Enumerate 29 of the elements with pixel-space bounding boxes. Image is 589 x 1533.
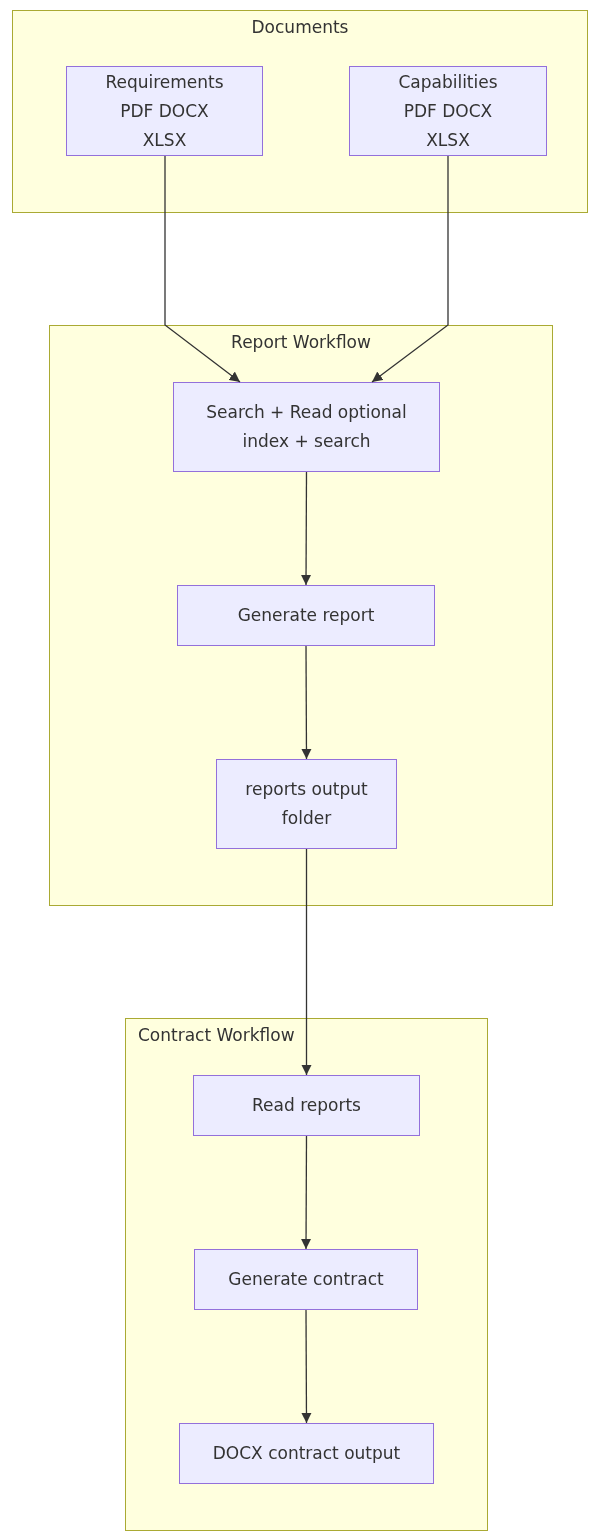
process-box (66, 66, 263, 156)
process-box (349, 66, 547, 156)
process-box (177, 585, 435, 646)
arrow (301, 1309, 312, 1424)
group-title: Documents (251, 17, 349, 37)
group-container (125, 1018, 488, 1531)
arrow (300, 471, 312, 586)
process-label: Generate contract (228, 1268, 384, 1291)
arrow (300, 1135, 312, 1250)
arrow (164, 155, 241, 383)
group-title: Report Workflow (231, 332, 371, 352)
arrow (371, 155, 449, 383)
process-label: reports output folder (244, 778, 369, 830)
group-container (49, 325, 553, 906)
arrow (301, 848, 312, 1076)
process-label: Generate report (237, 604, 375, 627)
process-label: Capabilities PDF DOCX XLSX (397, 70, 499, 152)
process-box (216, 759, 397, 849)
group-container (12, 10, 588, 213)
arrow (301, 645, 312, 760)
process-label: DOCX contract output (212, 1442, 401, 1465)
process-box (179, 1423, 434, 1484)
process-box (194, 1249, 418, 1310)
group-title: Contract Workflow (138, 1025, 295, 1045)
process-box (173, 382, 440, 472)
process-label: Requirements PDF DOCX XLSX (104, 70, 225, 152)
process-box (193, 1075, 420, 1136)
process-label: Read reports (252, 1094, 361, 1117)
process-label: Search + Read optional index + search (205, 401, 408, 453)
